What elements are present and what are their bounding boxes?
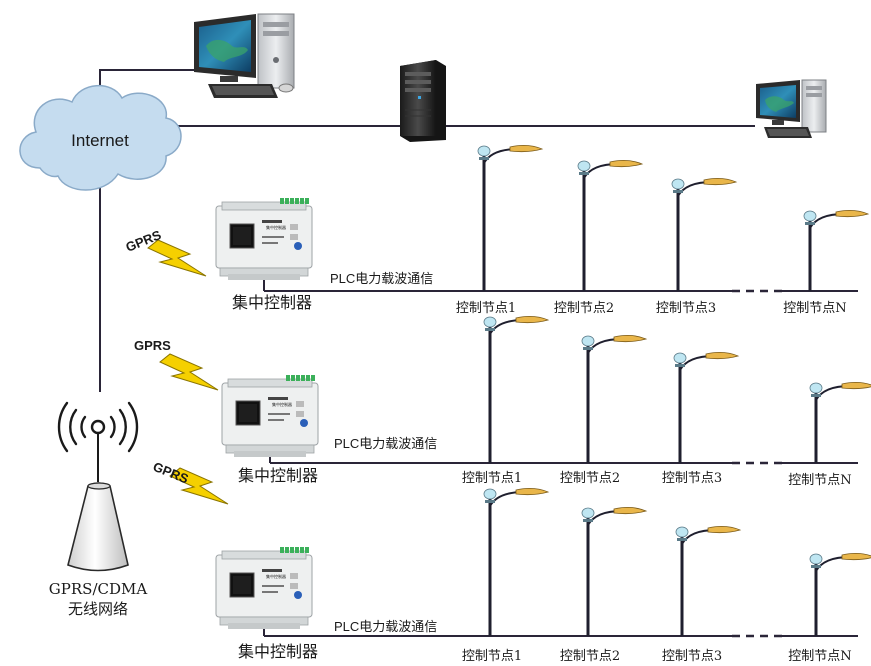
device-panel-text: 集中控制器	[266, 224, 286, 230]
signal-waves-icon	[57, 401, 139, 453]
concentrator-device-icon: 集中控制器	[215, 547, 313, 629]
gprs-label: GPRS	[151, 459, 191, 487]
node-label: 控制节点N	[788, 473, 851, 488]
node-label: 控制节点3	[656, 301, 716, 316]
gprs-label: GPRS	[134, 338, 171, 353]
lightning-bolt-icon	[147, 239, 207, 277]
node-label: 控制节点1	[462, 649, 522, 664]
street-lamp-icon	[483, 488, 550, 636]
plc-label: PLC电力载波通信	[330, 271, 433, 286]
node-label: 控制节点1	[462, 471, 522, 486]
node-label: 控制节点2	[560, 649, 620, 664]
street-lamp-icon	[675, 526, 742, 636]
concentrator-device-icon: 集中控制器	[221, 375, 319, 457]
internet-cloud: Internet	[19, 84, 182, 191]
node-label: 控制节点1	[456, 301, 516, 316]
computer-icon	[756, 79, 827, 138]
street-lamp-icon	[673, 352, 740, 463]
concentrator-device-icon: 集中控制器	[215, 198, 313, 280]
street-lamp-icon	[671, 178, 738, 291]
concentrator-label: 集中控制器	[238, 643, 318, 661]
desktop-pc-right	[756, 79, 827, 138]
node-label: 控制节点2	[554, 301, 614, 316]
node-label: 控制节点N	[788, 649, 851, 664]
lightning-bolt-icon	[159, 353, 219, 391]
network-label-line2: 无线网络	[68, 600, 128, 618]
concentrator-label: 集中控制器	[238, 467, 318, 485]
network-lines	[99, 69, 755, 392]
server-icon	[400, 60, 446, 142]
cloud-icon	[19, 84, 182, 191]
desktop-pc-top	[194, 13, 295, 98]
street-lamp-icon	[809, 382, 871, 463]
node-label: 控制节点3	[662, 649, 722, 664]
computer-icon	[194, 13, 295, 98]
concentrator-label: 集中控制器	[232, 294, 312, 312]
server	[400, 60, 446, 142]
street-lamp-icon	[577, 160, 644, 291]
network-label-line1: GPRS/CDMA	[49, 580, 148, 598]
street-lamp-icon	[581, 335, 648, 463]
street-lamp-icon	[809, 553, 871, 636]
tower-icon	[67, 482, 129, 572]
device-panel-text: 集中控制器	[266, 573, 286, 579]
street-lamp-icon	[477, 145, 544, 291]
street-lamp-icon	[483, 316, 550, 463]
lightning-bolt-icon	[169, 467, 229, 505]
node-label: 控制节点2	[560, 471, 620, 486]
node-label: 控制节点3	[662, 471, 722, 486]
street-lamp-icon	[581, 507, 648, 636]
device-panel-text: 集中控制器	[272, 401, 292, 407]
plc-label: PLC电力载波通信	[334, 619, 437, 634]
node-label: 控制节点N	[783, 301, 846, 316]
gprs-cdma-tower: GPRS/CDMA 无线网络	[49, 401, 148, 618]
internet-label: Internet	[71, 131, 129, 150]
street-lamp-icon	[803, 210, 870, 291]
plc-label: PLC电力载波通信	[334, 436, 437, 451]
